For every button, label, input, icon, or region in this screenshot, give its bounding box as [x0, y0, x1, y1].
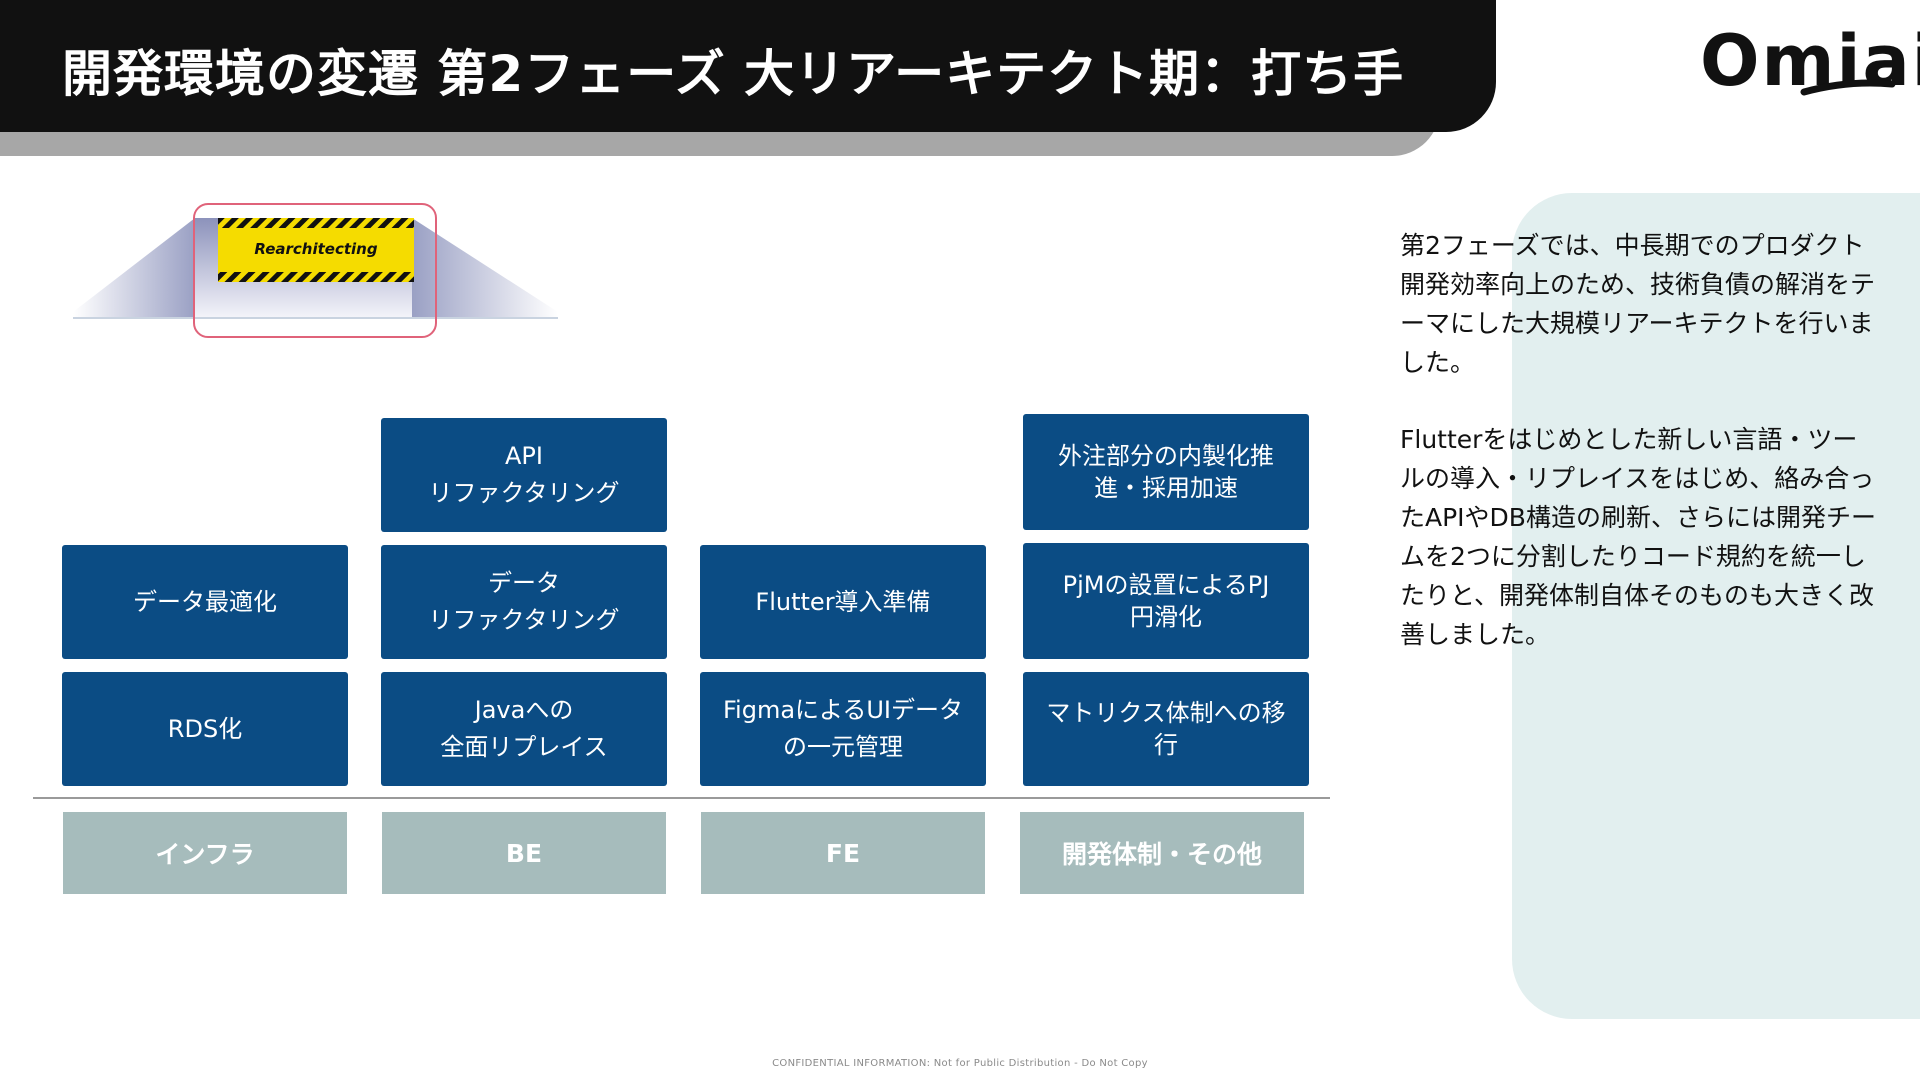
- block-data-optimization: データ最適化: [62, 545, 348, 659]
- block-figma-ui: FigmaによるUIデータ の一元管理: [700, 672, 986, 786]
- logo-swoosh-icon: [1800, 79, 1896, 96]
- rearchitecting-label: Rearchitecting: [254, 240, 377, 258]
- block-matrix: マトリクス体制への移 行: [1023, 672, 1309, 786]
- side-paragraph-2: Flutterをはじめとした新しい言語・ツールの導入・リプレイスをはじめ、絡み合…: [1400, 425, 1876, 649]
- side-paragraph-1: 第2フェーズでは、中長期でのプロダクト開発効率向上のため、技術負債の解消をテーマ…: [1400, 231, 1876, 377]
- confidential-footer: CONFIDENTIAL INFORMATION: Not for Public…: [772, 1058, 1148, 1069]
- block-insourcing: 外注部分の内製化推 進・採用加速: [1023, 414, 1309, 530]
- block-flutter-prep: Flutter導入準備: [700, 545, 986, 659]
- block-data-refactoring: データ リファクタリング: [381, 545, 667, 659]
- block-api-refactoring: API リファクタリング: [381, 418, 667, 532]
- rearchitecting-illustration: Rearchitecting: [73, 203, 558, 338]
- category-org: 開発体制・その他: [1020, 812, 1304, 894]
- omiai-logo: Omiai: [1700, 20, 1920, 102]
- block-rds: RDS化: [62, 672, 348, 786]
- side-description: 第2フェーズでは、中長期でのプロダクト開発効率向上のため、技術負債の解消をテーマ…: [1400, 226, 1880, 692]
- category-fe: FE: [701, 812, 985, 894]
- category-be: BE: [382, 812, 666, 894]
- page-title: 開発環境の変遷 第2フェーズ 大リアーキテクト期：打ち手: [62, 45, 1405, 103]
- category-infra: インフラ: [63, 812, 347, 894]
- block-java-replace: Javaへの 全面リプレイス: [381, 672, 667, 786]
- divider: [33, 797, 1330, 799]
- side-panel: [1512, 193, 1920, 1019]
- block-pjm: PjMの設置によるPJ 円滑化: [1023, 543, 1309, 659]
- header-bar: 開発環境の変遷 第2フェーズ 大リアーキテクト期：打ち手: [0, 0, 1496, 132]
